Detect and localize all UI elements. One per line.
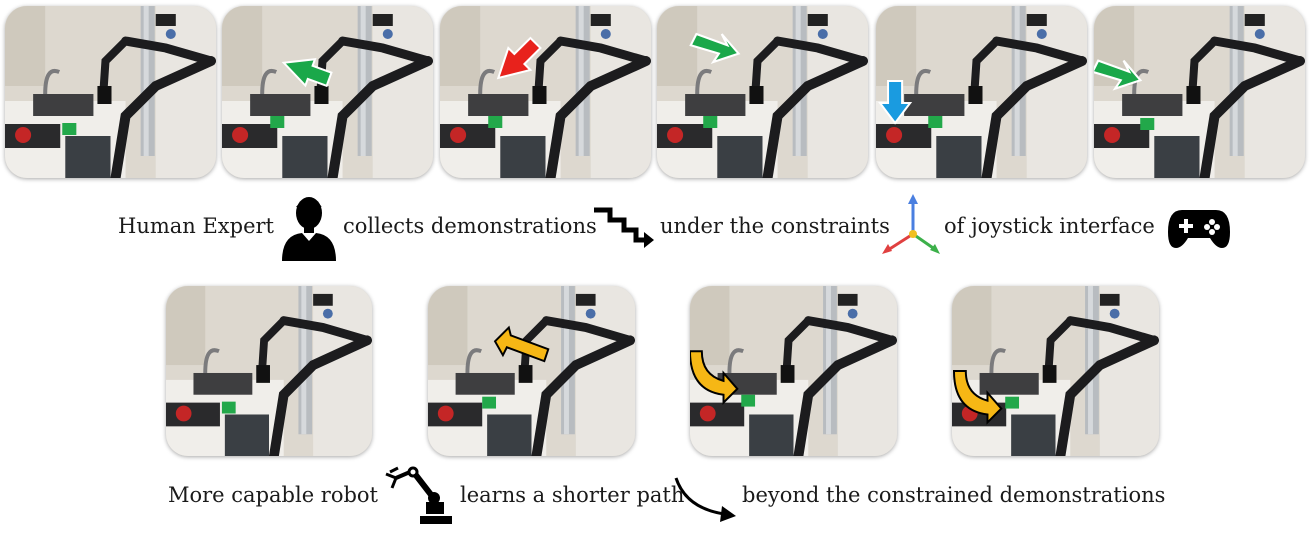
demo-frame-4	[657, 6, 868, 178]
staircase-path-icon	[594, 207, 654, 248]
blue-arrow-icon	[878, 80, 913, 125]
demo-frame-5	[876, 6, 1087, 178]
gamepad-icon	[1168, 210, 1230, 248]
caption-joystick-interface: of joystick interface	[944, 214, 1155, 238]
robot-arm-icon	[385, 466, 452, 524]
caption-under-constraints: under the constraints	[660, 214, 890, 238]
robot-frame-4	[952, 286, 1159, 456]
green-arrow-icon	[689, 32, 741, 64]
demo-frame-2	[222, 6, 433, 178]
green-arrow-icon	[281, 58, 333, 88]
robot-frame-2	[428, 286, 635, 456]
red-arrow-icon	[496, 36, 542, 80]
caption-more-capable-robot: More capable robot	[168, 483, 378, 507]
robot-frame-1	[166, 286, 372, 456]
demo-frame-3	[440, 6, 651, 178]
yellow-curved-arrow-icon	[690, 350, 739, 406]
caption-human-expert: Human Expert	[118, 214, 274, 238]
green-arrow-icon	[1094, 59, 1143, 91]
caption-learns-shorter-path: learns a shorter path	[460, 483, 685, 507]
caption-beyond-constrained: beyond the constrained demonstrations	[742, 483, 1166, 507]
robot-frame-3	[690, 286, 897, 456]
yellow-curved-arrow-icon	[952, 370, 1003, 425]
caption-collects-demonstrations: collects demonstrations	[343, 214, 597, 238]
axes-icon	[882, 194, 940, 254]
curved-path-icon	[674, 477, 736, 522]
demo-frame-6	[1094, 6, 1305, 178]
demo-frame-1	[5, 6, 216, 178]
yellow-arrow-icon	[493, 325, 550, 363]
person-icon	[282, 197, 336, 261]
